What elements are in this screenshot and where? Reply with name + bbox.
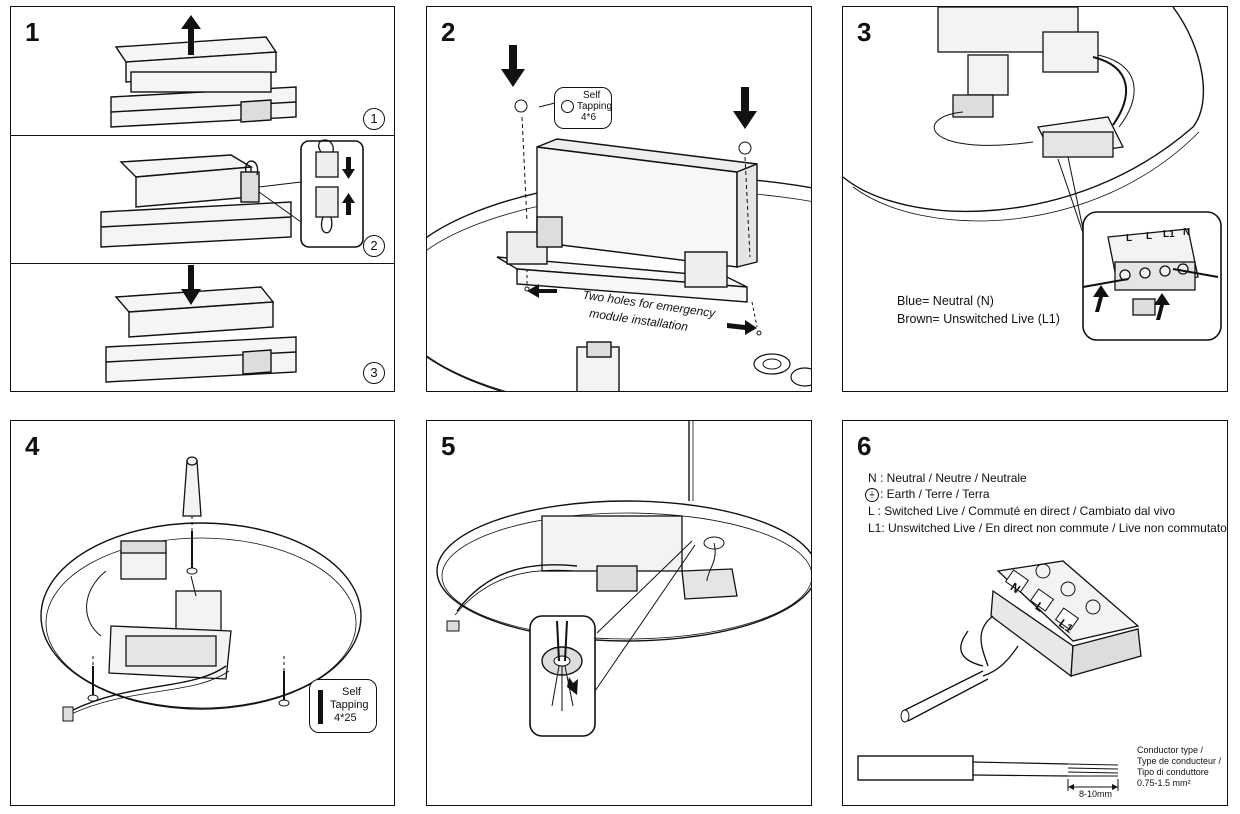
legend-unswitched-live: L1: Unswitched Live / En direct non comm… — [868, 521, 1227, 535]
callout-line: Self — [583, 90, 601, 101]
cable-entry-drawing — [436, 421, 811, 737]
screw-icon — [561, 100, 574, 113]
panel-number: 5 — [441, 431, 456, 461]
panel-step-2: 2 Self — [426, 6, 812, 392]
terminal-label: L — [1146, 231, 1153, 242]
panel-number: 3 — [857, 17, 872, 47]
conductor-type-note: Tipo di conduttore — [1137, 767, 1209, 777]
panel-number: 2 — [441, 17, 456, 47]
legend-neutral: N : Neutral / Neutre / Neutrale — [868, 471, 1027, 485]
emergency-module-drawing — [427, 45, 811, 391]
sub-step-divider — [11, 135, 394, 263]
strip-length-label: 8-10mm — [1079, 789, 1113, 799]
panel-step-6: 6 N : Neutral / Neutre / Neutrale ⏚ : Ea… — [842, 420, 1228, 806]
sub-step-divider — [11, 263, 394, 391]
panel-step-3: 3 L L L1 N Blue= Neutral (N — [842, 6, 1228, 392]
wire-color-note: Brown= Unswitched Live (L1) — [897, 312, 1060, 326]
panel-number: 6 — [857, 431, 872, 461]
screw-icon — [318, 690, 323, 724]
sub-step-marker: 1 — [363, 108, 385, 130]
ceiling-mounting-drawing — [40, 456, 362, 722]
panel-step-5: 5 — [426, 420, 812, 806]
callout-line: 4*25 — [334, 712, 357, 724]
wire-color-note: Blue= Neutral (N) — [897, 294, 994, 308]
panel-step-4: 4 Self Tapping 4*25 — [10, 420, 395, 806]
legend-earth: : Earth / Terre / Terra — [880, 487, 990, 501]
terminal-label: L1 — [1163, 229, 1175, 240]
callout-line: Tapping — [577, 101, 613, 112]
screw-callout: Self Tapping 4*25 — [309, 679, 377, 733]
conductor-type-note: 0.75-1.5 mm² — [1137, 778, 1191, 788]
panel-number: 4 — [25, 431, 40, 461]
terminal-block-drawing — [857, 560, 1142, 791]
panel-number: 1 — [25, 17, 40, 47]
screw-callout: Self Tapping 4*6 — [554, 87, 612, 129]
legend-switched-live: L : Switched Live / Commuté en direct / … — [868, 504, 1176, 518]
callout-line: 4*6 — [581, 112, 597, 123]
conductor-type-note: Type de conducteur / — [1137, 756, 1222, 766]
conductor-type-note: Conductor type / — [1137, 745, 1204, 755]
panel-step-1: 1 — [10, 6, 395, 392]
terminal-label: L — [1126, 233, 1133, 244]
sub-step-marker: 3 — [363, 362, 385, 384]
terminal-wiring-drawing — [843, 7, 1222, 341]
callout-line: Tapping — [330, 699, 369, 711]
callout-line: Self — [342, 686, 361, 698]
terminal-label: N — [1183, 227, 1191, 238]
battery-pack-drawings — [100, 15, 364, 383]
earth-icon: ⏚ — [865, 488, 879, 502]
sub-step-marker: 2 — [363, 235, 385, 257]
